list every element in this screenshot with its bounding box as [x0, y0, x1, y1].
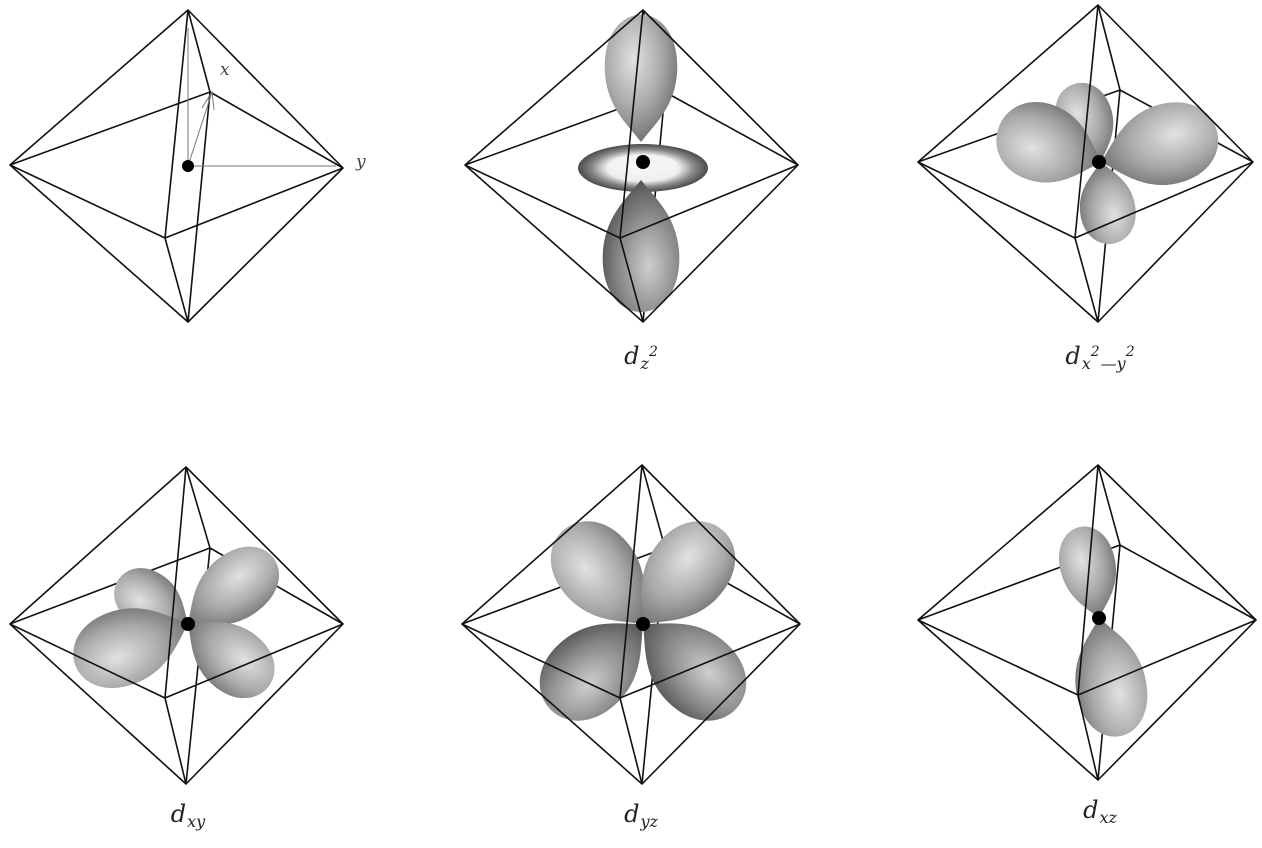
panel-dyz [462, 465, 800, 784]
label-main: d [624, 342, 639, 370]
octahedron-front-edges [918, 465, 1256, 780]
orbital-label-dyz: dyz [624, 800, 658, 831]
label-main: d [1083, 796, 1098, 824]
orbital-label-dx2-y2: dx2—y2 [1065, 342, 1134, 373]
orbital-lobes [1053, 521, 1155, 742]
nucleus-dot [636, 617, 650, 631]
axis-label-y: y [356, 152, 366, 172]
nucleus-dot [182, 160, 194, 172]
orbital-lobe-bottom [603, 180, 680, 312]
label-sub2: —y [1101, 354, 1126, 373]
orbital-lobes [986, 75, 1227, 248]
panel-dz2 [465, 10, 798, 322]
label-main: d [1065, 342, 1080, 370]
orbital-label-dxz: dxz [1083, 796, 1117, 827]
nucleus-dot [1092, 611, 1106, 625]
axis-label-x: x [220, 60, 230, 80]
label-sup: 2 [1091, 344, 1100, 360]
label-sub: yz [640, 812, 657, 831]
nucleus-dot [181, 617, 195, 631]
panel-dxz [918, 465, 1256, 780]
panel-dxy [10, 467, 343, 784]
label-sub: xy [187, 812, 205, 831]
orbital-label-dz2: dz2 [624, 342, 658, 373]
label-sub: xz [1099, 808, 1116, 827]
nucleus-dot [1092, 155, 1106, 169]
label-sub: z [641, 354, 649, 373]
axis-arrows [188, 28, 336, 166]
label-main: d [624, 800, 639, 828]
nucleus-dot [636, 155, 650, 169]
label-sup: 2 [649, 344, 658, 360]
orbital-label-dxy: dxy [171, 800, 205, 831]
panel-dx2-y2 [918, 5, 1253, 322]
panel-axes-octahedron [10, 10, 343, 322]
label-main: d [171, 800, 186, 828]
label-sup2: 2 [1126, 344, 1135, 360]
